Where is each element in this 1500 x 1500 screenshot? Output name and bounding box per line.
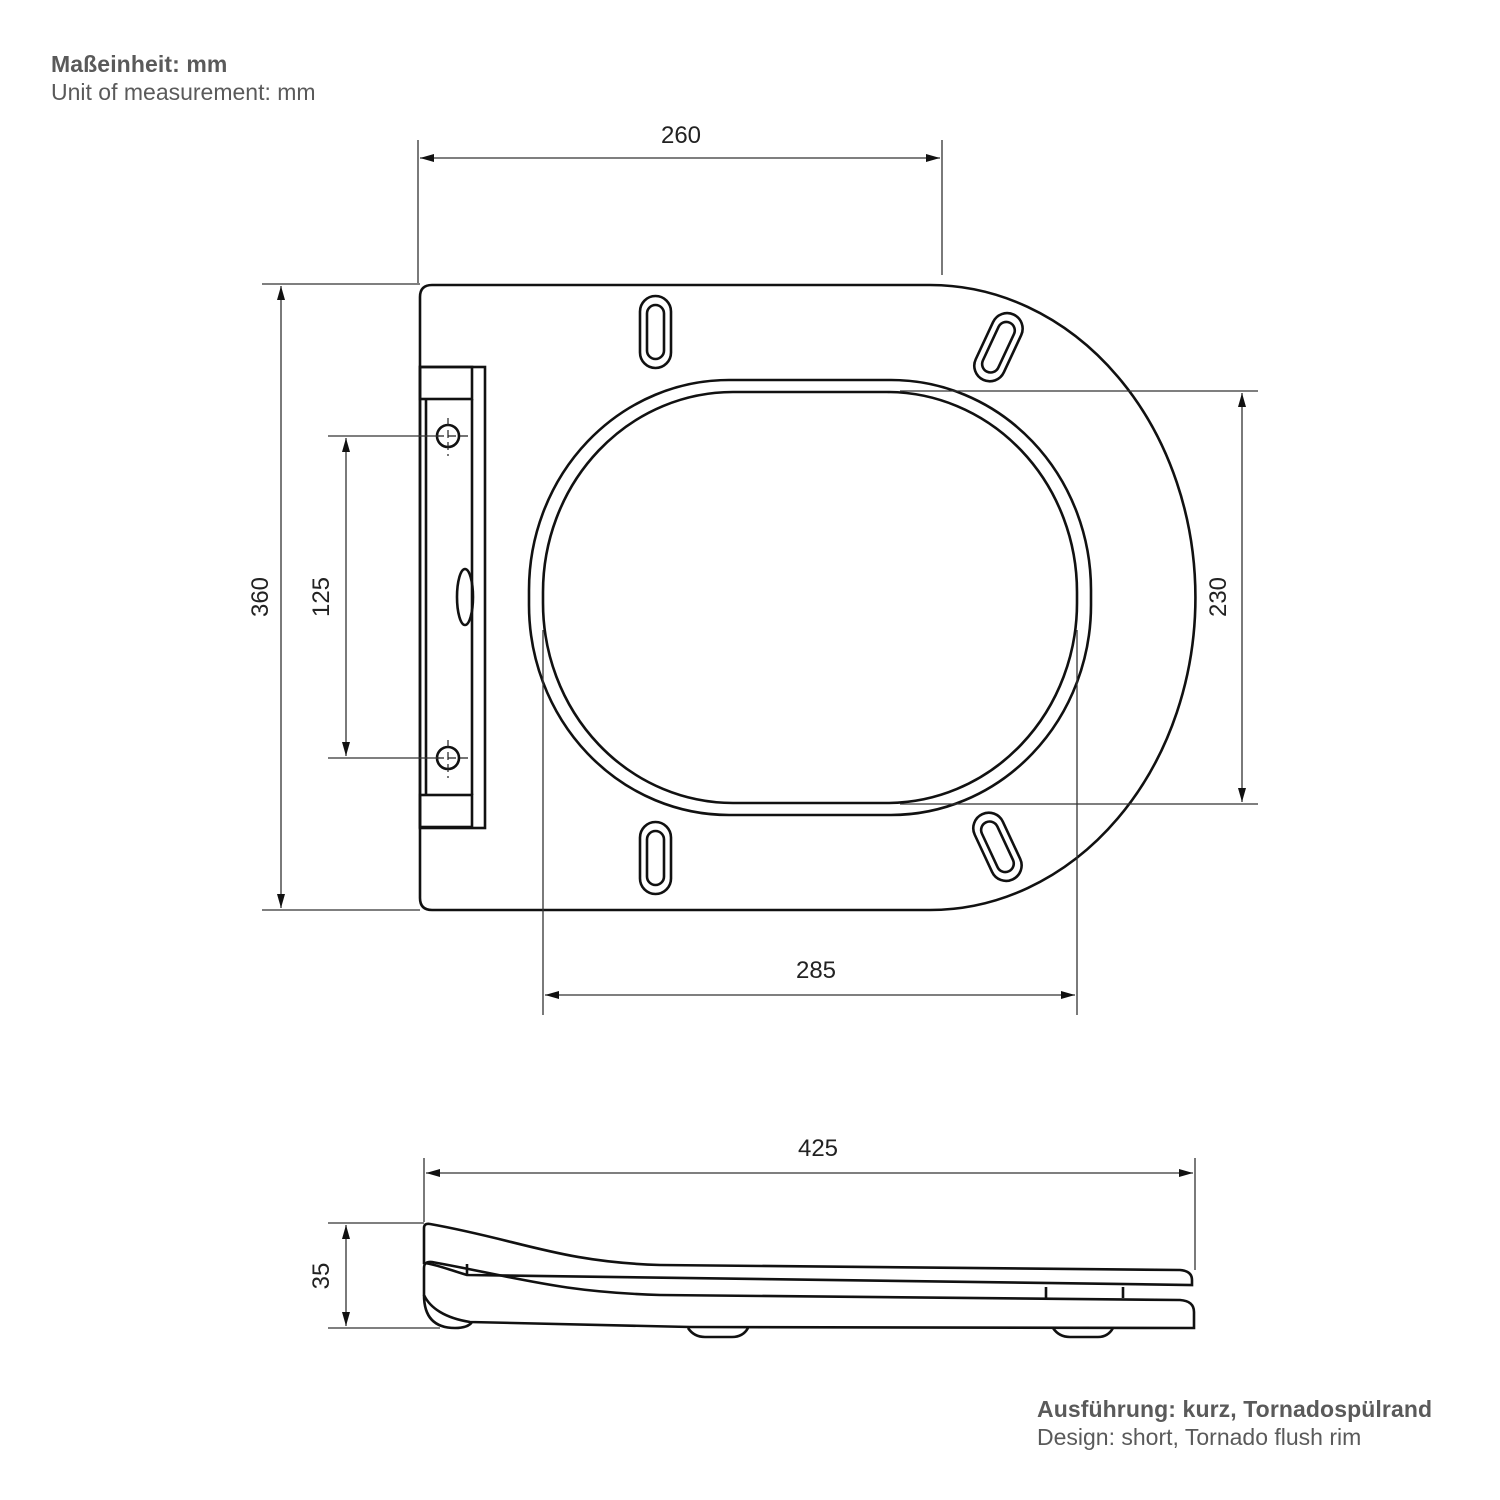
dimension-label-260: 260 (661, 122, 701, 149)
seat-ring-profile (422, 1260, 1196, 1330)
dimension-125: 125 (308, 435, 440, 759)
lid-profile (422, 1222, 1194, 1287)
seat-opening-outer (527, 378, 1093, 817)
hinge-hole-bottom (435, 740, 468, 778)
design-caption-en: Design: short, Tornado flush rim (1037, 1424, 1362, 1451)
bumper-slot-top-left (638, 294, 673, 370)
dimension-label-35: 35 (308, 1263, 335, 1290)
unit-caption-en: Unit of measurement: mm (51, 79, 316, 106)
unit-caption: Maßeinheit: mm Unit of measurement: mm (51, 50, 316, 106)
dimension-label-125: 125 (308, 577, 335, 617)
hinge-knuckle (422, 1294, 474, 1330)
bumper-slot-top-right (972, 311, 1024, 383)
dimension-260: 260 (417, 122, 943, 283)
design-caption: Ausführung: kurz, Tornadospülrand Design… (1037, 1395, 1432, 1451)
seat-opening-inner (541, 390, 1079, 805)
bumper-slot-bottom-right (971, 811, 1023, 883)
bumper-slot-bottom-left (638, 820, 673, 896)
buffer-foot-left (686, 1327, 750, 1339)
unit-caption-de: Maßeinheit: mm (51, 51, 228, 77)
dimension-35: 35 (308, 1222, 440, 1329)
dimension-label-230: 230 (1205, 577, 1232, 617)
hinge-plate (418, 365, 487, 830)
top-view: 260 360 125 230 (247, 122, 1258, 1015)
dimension-label-360: 360 (247, 577, 274, 617)
dimension-285: 285 (542, 630, 1078, 1015)
dimension-425: 425 (423, 1135, 1196, 1270)
dimension-label-285: 285 (796, 957, 836, 984)
design-caption-de: Ausführung: kurz, Tornadospülrand (1037, 1396, 1433, 1422)
side-view: 425 35 (308, 1135, 1196, 1339)
dimension-360: 360 (247, 283, 420, 911)
dimension-230: 230 (900, 390, 1258, 805)
seat-outline (418, 283, 1197, 912)
dimension-label-425: 425 (798, 1135, 838, 1162)
buffer-foot-right (1051, 1327, 1115, 1339)
hinge-hole-top (435, 418, 468, 456)
